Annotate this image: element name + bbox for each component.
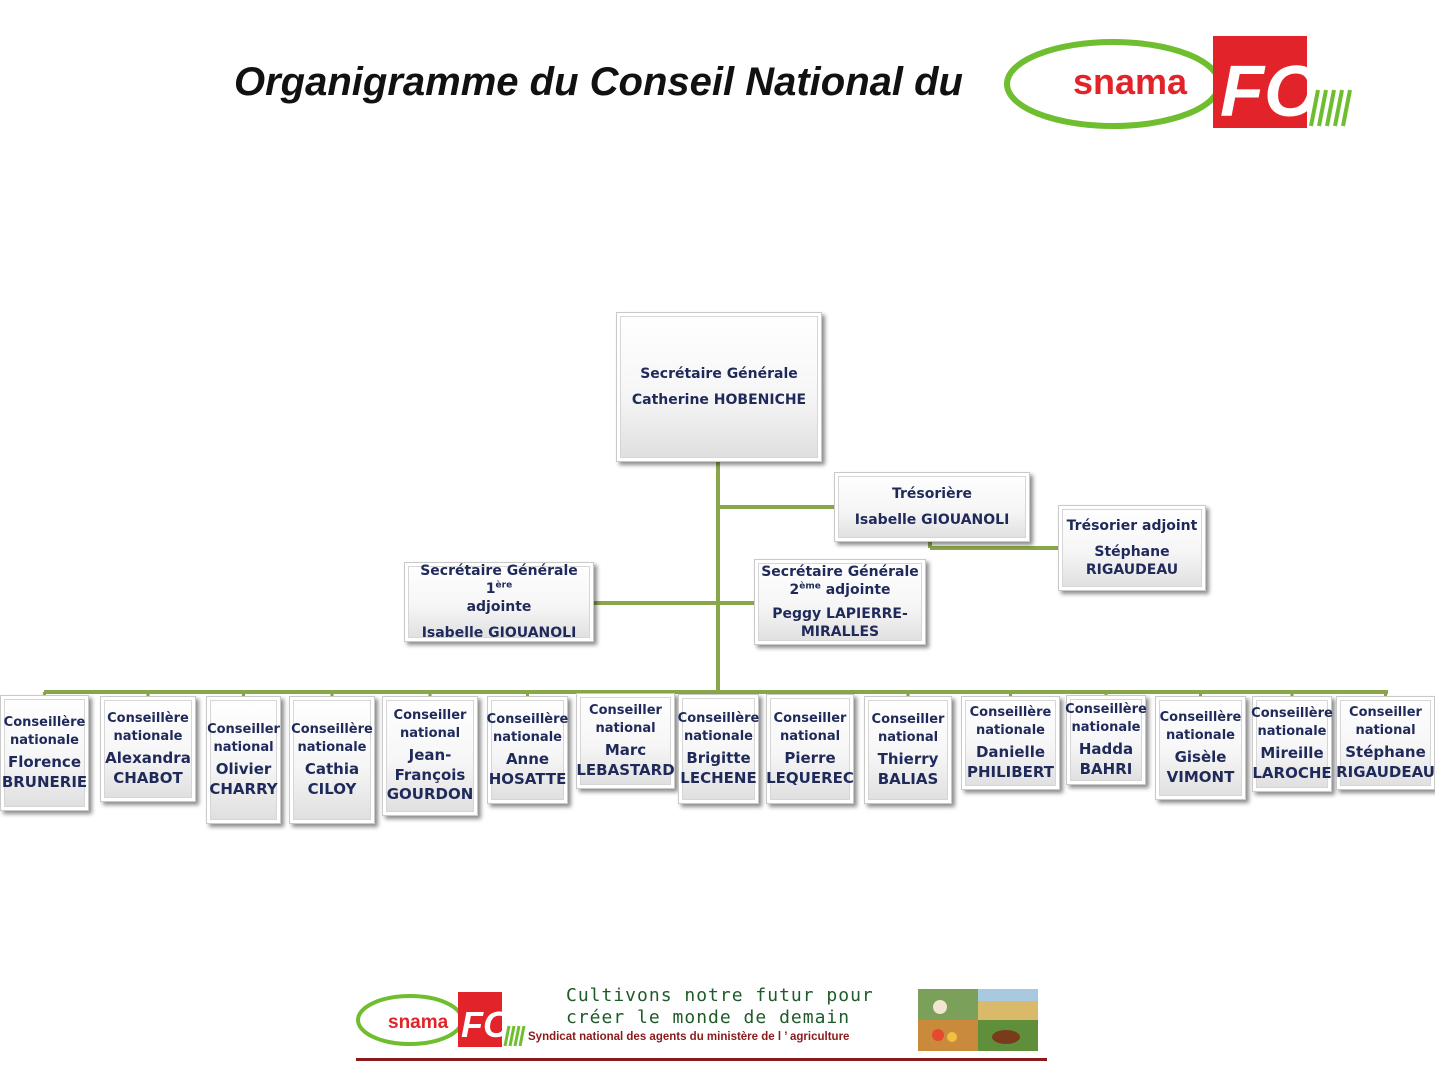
member-box-8: Conseiller national Pierre LEQUEREC <box>766 694 854 804</box>
member-role: Conseiller national <box>871 711 945 745</box>
member-role: Conseillère nationale <box>1065 701 1147 735</box>
box-role-text: Secrétaire Générale 2 <box>761 563 919 598</box>
page-title: Organigramme du Conseil National du <box>234 60 963 104</box>
member-name: Jean-François GOURDON <box>386 746 474 804</box>
box-secretaire-generale: Secrétaire Générale Catherine HOBENICHE <box>616 312 822 462</box>
member-name: Olivier CHARRY <box>209 760 278 798</box>
member-box-1: Conseillère nationale Alexandra CHABOT <box>100 696 196 802</box>
logo-fo-text: FO <box>1220 52 1320 132</box>
member-name: Florence BRUNERIE <box>1 753 88 791</box>
member-box-13: Conseillère nationale Mireille LAROCHE <box>1251 696 1333 792</box>
member-name: Gisèle VIMONT <box>1166 748 1235 786</box>
member-name: Stéphane RIGAUDEAU <box>1336 743 1435 781</box>
member-name: Cathia CILOY <box>304 760 360 798</box>
footer-slogan-line1: Cultivons notre futur pour <box>566 985 874 1006</box>
box-role: Trésorière <box>892 485 972 502</box>
member-box-12: Conseillère nationale Gisèle VIMONT <box>1155 696 1246 800</box>
member-box-4: Conseiller national Jean-François GOURDO… <box>382 696 478 816</box>
footer-divider <box>356 1058 1047 1061</box>
member-box-11: Conseillère nationale Hadda BAHRI <box>1065 695 1147 785</box>
member-role: Conseiller national <box>589 702 662 736</box>
box-role: Secrétaire Générale <box>640 365 798 382</box>
box-role-sup: ère <box>495 580 513 591</box>
member-role: Conseillère nationale <box>291 721 373 755</box>
box-name: Peggy LAPIERRE-MIRALLES <box>772 606 908 641</box>
member-box-10: Conseillère nationale Danielle PHILIBERT <box>961 696 1060 790</box>
box-name: Stéphane RIGAUDEAU <box>1085 543 1179 579</box>
footer-agriculture-photos <box>918 989 1038 1051</box>
box-role: Secrétaire Générale 1ère adjointe <box>408 562 590 617</box>
box-tresoriere: Trésorière Isabelle GIOUANOLI <box>834 472 1030 542</box>
footer-slogan-line3: Syndicat national des agents du ministèr… <box>528 1031 850 1043</box>
box-role-text: Secrétaire Générale 1 <box>420 562 578 597</box>
member-role: Conseillère nationale <box>486 711 569 745</box>
member-name: Alexandra CHABOT <box>105 749 191 787</box>
box-role-rest: adjointe <box>466 599 532 615</box>
member-name: Brigitte LECHENE <box>680 749 757 787</box>
snama-fo-logo: snama FO <box>1004 36 1352 132</box>
member-name: Anne HOSATTE <box>488 750 567 788</box>
logo-snama-text: snama <box>1073 61 1188 102</box>
member-name: Hadda BAHRI <box>1078 740 1134 778</box>
box-name: Isabelle GIOUANOLI <box>421 625 577 642</box>
member-role: Conseillère nationale <box>107 710 189 744</box>
box-name: Isabelle GIOUANOLI <box>854 512 1010 528</box>
member-box-14: Conseiller national Stéphane RIGAUDEAU <box>1336 696 1435 790</box>
member-name: Mireille LAROCHE <box>1252 744 1332 782</box>
member-name: Marc LEBASTARD <box>576 741 675 779</box>
member-name: Pierre LEQUEREC <box>766 749 854 787</box>
member-role: Conseiller national <box>1349 704 1422 738</box>
box-sg-1ere-adjointe: Secrétaire Générale 1ère adjointe Isabell… <box>404 562 594 642</box>
member-box-7: Conseillère nationale Brigitte LECHENE <box>678 694 759 804</box>
box-name: Catherine HOBENICHE <box>631 392 807 408</box>
member-role: Conseiller national <box>207 721 280 755</box>
member-role: Conseillère nationale <box>1159 709 1242 743</box>
member-role: Conseillère nationale <box>1251 705 1333 739</box>
box-sg-2eme-adjointe: Secrétaire Générale 2ème adjointe Peggy … <box>754 559 926 645</box>
footer-logo-fo-text: FO <box>461 1004 511 1045</box>
member-box-0: Conseillère nationale Florence BRUNERIE <box>0 695 89 811</box>
box-role: Trésorier adjoint <box>1066 517 1198 534</box>
member-role: Conseiller national <box>773 710 847 744</box>
footer-snama-fo-logo: snama FO <box>356 992 526 1047</box>
member-role: Conseillère nationale <box>3 714 86 748</box>
box-role: Secrétaire Générale 2ème adjointe <box>758 563 922 599</box>
member-name: Danielle PHILIBERT <box>966 743 1055 781</box>
footer-slogan-line2: créer le monde de demain <box>566 1007 851 1028</box>
member-role: Conseillère nationale <box>677 710 760 744</box>
member-box-2: Conseiller national Olivier CHARRY <box>206 696 281 824</box>
member-name: Thierry BALIAS <box>877 750 939 788</box>
member-box-3: Conseillère nationale Cathia CILOY <box>289 696 375 824</box>
member-box-5: Conseillère nationale Anne HOSATTE <box>487 696 568 804</box>
member-box-9: Conseiller national Thierry BALIAS <box>864 696 952 804</box>
member-role: Conseiller national <box>393 708 467 741</box>
box-role-sup: ème <box>799 581 821 592</box>
footer-logo-snama-text: snama <box>388 1012 449 1033</box>
member-role: Conseillère nationale <box>969 704 1052 738</box>
box-role-rest: adjointe <box>825 581 891 598</box>
box-tresorier-adjoint: Trésorier adjoint Stéphane RIGAUDEAU <box>1058 505 1206 591</box>
member-box-6: Conseiller national Marc LEBASTARD <box>576 693 675 789</box>
